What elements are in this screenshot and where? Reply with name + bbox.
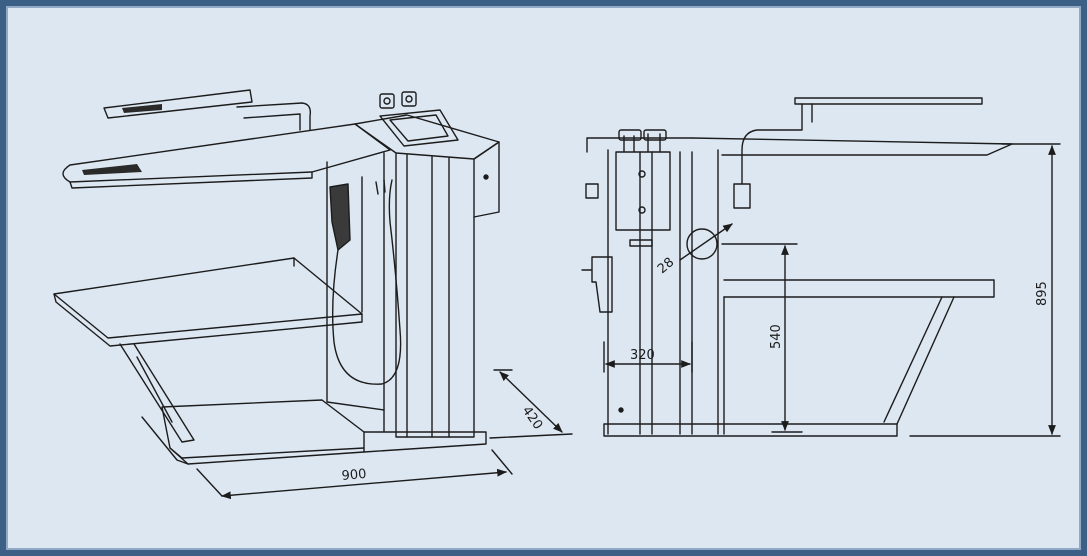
- valve-box: [615, 151, 671, 231]
- dim-540-label: 540: [769, 324, 784, 349]
- steam-iron: [329, 183, 351, 251]
- dim-900-label: 900: [341, 467, 367, 484]
- dim-900: 900: [196, 449, 513, 500]
- iso-view-press-table: [53, 89, 500, 465]
- dim-420: 420: [489, 369, 573, 439]
- base-side: [603, 423, 898, 437]
- dim-28-label: 28: [655, 255, 677, 277]
- valve-knobs: [379, 91, 417, 109]
- ironing-board: [62, 123, 391, 183]
- column-front: [395, 152, 475, 438]
- column-side: [473, 141, 500, 218]
- sleeve-arm-support: [236, 102, 312, 131]
- main-board-side: [691, 137, 1013, 156]
- dim-320: 320: [603, 341, 693, 373]
- sleeve-board-side: [794, 97, 983, 105]
- base-plate: [161, 399, 365, 465]
- sleeve-arm: [103, 89, 253, 119]
- dim-420-label: 420: [519, 404, 546, 433]
- lower-table-side: [723, 279, 995, 298]
- air-filter: [581, 256, 613, 313]
- dim-540: 540: [721, 243, 803, 433]
- dim-895-label: 895: [1035, 281, 1050, 306]
- iron-cable: [331, 179, 402, 385]
- frame-legs: [119, 343, 195, 443]
- round-port: [686, 228, 718, 260]
- steam-tray: [379, 109, 459, 147]
- column-side-view: [607, 149, 719, 435]
- dim-320-label: 320: [630, 348, 655, 363]
- side-view-press-table: [581, 97, 1013, 437]
- technical-drawing: 900 420: [53, 89, 1061, 500]
- column-top: [354, 114, 500, 160]
- dim-895: 895: [909, 143, 1061, 437]
